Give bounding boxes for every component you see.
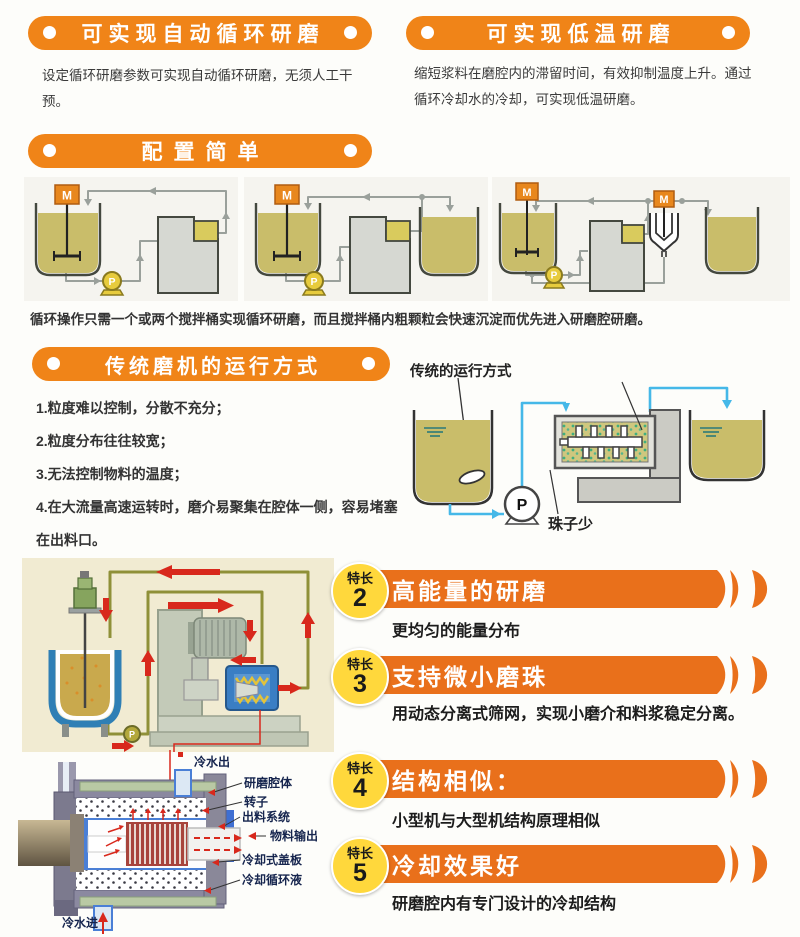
pump-label: P	[108, 276, 115, 288]
banner-dot-icon	[43, 144, 56, 157]
feature-title: 结构相似：	[392, 768, 522, 794]
badge-number: 2	[353, 583, 367, 612]
feature-title: 支持微小磨珠	[392, 664, 548, 690]
config-diagram-two-tanks: M P	[244, 177, 488, 301]
banner-traditional: 传统磨机的运行方式	[32, 347, 390, 381]
feature-title: 高能量的研磨	[392, 578, 548, 604]
banner-title: 可实现低温研磨	[486, 23, 676, 46]
mixer-label: M	[282, 189, 292, 203]
banner-simple-config: 配置简单	[28, 134, 372, 168]
banner-low-temp: 可实现低温研磨	[406, 16, 750, 50]
banner-dot-icon	[344, 144, 357, 157]
banner-title: 配置简单	[141, 141, 270, 164]
cold-water-in-label: 冷水进	[62, 915, 98, 930]
feature-5-banner: 冷却效果好	[356, 845, 792, 883]
banner-dot-icon	[421, 26, 434, 39]
chamber-label: 研磨腔体	[244, 775, 293, 790]
feature-3-desc: 用动态分离式筛网，实现小磨介和料浆稳定分离。	[392, 706, 745, 723]
two-tank-circuit-diagram: M P	[244, 177, 488, 301]
coolant-label: 冷却循环液	[242, 872, 302, 887]
traditional-mill-diagram: P	[412, 377, 766, 533]
feature-2-desc: 更均匀的能量分布	[392, 623, 521, 640]
config-diagram-one-tank: M P	[24, 177, 238, 301]
badge-number: 3	[353, 669, 367, 698]
feature-2-banner: 高能量的研磨	[356, 570, 792, 608]
list-item: 2.粒度分布往往较宽；	[36, 432, 174, 449]
feature-3-badge: 特长 3	[331, 648, 389, 706]
grinding-chamber-cross-section: 冷水出 研磨腔体 转子 出料系统 物料输出 冷却式盖板 冷却循环液 冷水进	[18, 750, 318, 934]
feature-title: 冷却效果好	[392, 853, 522, 879]
config-diagram-funnel: M M P	[492, 177, 790, 301]
pump-label: P	[310, 276, 317, 288]
banner-ribbon-icon	[356, 760, 768, 798]
feature-5-badge: 特长 5	[331, 837, 389, 895]
banner-auto-circulation: 可实现自动循环研磨	[28, 16, 372, 50]
pump-label: P	[129, 730, 135, 740]
mixer-label: M	[522, 187, 531, 199]
material-output-label: 物料输出	[270, 828, 318, 843]
mixer-label: M	[659, 194, 668, 206]
few-beads-note: 珠子少	[548, 515, 593, 533]
feature-3-banner: 支持微小磨珠	[356, 656, 792, 694]
low-temp-text: 缩短浆料在磨腔内的滞留时间，有效抑制温度上升。通过循环冷却水的冷却，可实现低温研…	[414, 66, 752, 108]
feature-4-badge: 特长 4	[331, 752, 389, 810]
list-item: 3.无法控制物料的温度；	[36, 465, 188, 482]
auto-circulation-text: 设定循环研磨参数可实现自动循环研磨，无须人工干预。	[42, 68, 353, 110]
feature-4-banner: 结构相似：	[356, 760, 792, 798]
rotor-label: 转子	[244, 794, 268, 809]
badge-label: 特长	[346, 845, 373, 861]
banner-ribbon-icon	[356, 570, 768, 608]
cooling-cover-label: 冷却式盖板	[242, 852, 303, 867]
funnel-circuit-diagram: M M P	[492, 177, 790, 301]
banner-dot-icon	[47, 357, 60, 370]
traditional-diagram-label: 传统的运行方式	[410, 364, 512, 380]
badge-number: 5	[353, 858, 367, 887]
config-caption: 循环操作只需一个或两个搅拌桶实现循环研磨，而且搅拌桶内粗颗粒会快速沉淀而优先进入…	[30, 312, 651, 327]
feature-2-badge: 特长 2	[331, 562, 389, 620]
banner-ribbon-icon	[356, 845, 768, 883]
banner-dot-icon	[362, 357, 375, 370]
banner-dot-icon	[344, 26, 357, 39]
pump-label: P	[517, 497, 528, 514]
one-tank-circuit-diagram: M P	[24, 177, 238, 301]
badge-label: 特长	[346, 570, 373, 586]
badge-number: 4	[353, 773, 367, 802]
pump-label: P	[551, 271, 558, 282]
banner-title: 传统磨机的运行方式	[105, 355, 321, 378]
banner-title: 可实现自动循环研磨	[81, 23, 325, 46]
cold-water-out-label: 冷水出	[194, 754, 230, 769]
traditional-drawbacks-list: 1.粒度难以控制，分散不充分； 2.粒度分布往往较宽； 3.无法控制物料的温度；…	[36, 392, 406, 556]
banner-ribbon-icon	[356, 656, 768, 694]
badge-label: 特长	[346, 760, 373, 776]
banner-dot-icon	[722, 26, 735, 39]
mixer-label: M	[62, 189, 72, 203]
feature-4-desc: 小型机与大型机结构原理相似	[392, 813, 601, 830]
badge-label: 特长	[346, 656, 373, 672]
list-item: 1.粒度难以控制，分散不充分；	[36, 400, 230, 416]
feature-5-desc: 研磨腔内有专门设计的冷却结构	[392, 896, 617, 913]
list-item: 4.在大流量高速运转时，磨介易聚集在腔体一侧，容易堵塞在出料口。	[36, 498, 398, 548]
discharge-label: 出料系统	[242, 809, 290, 824]
banner-dot-icon	[43, 26, 56, 39]
machine-circulation-panel: P	[22, 558, 334, 752]
